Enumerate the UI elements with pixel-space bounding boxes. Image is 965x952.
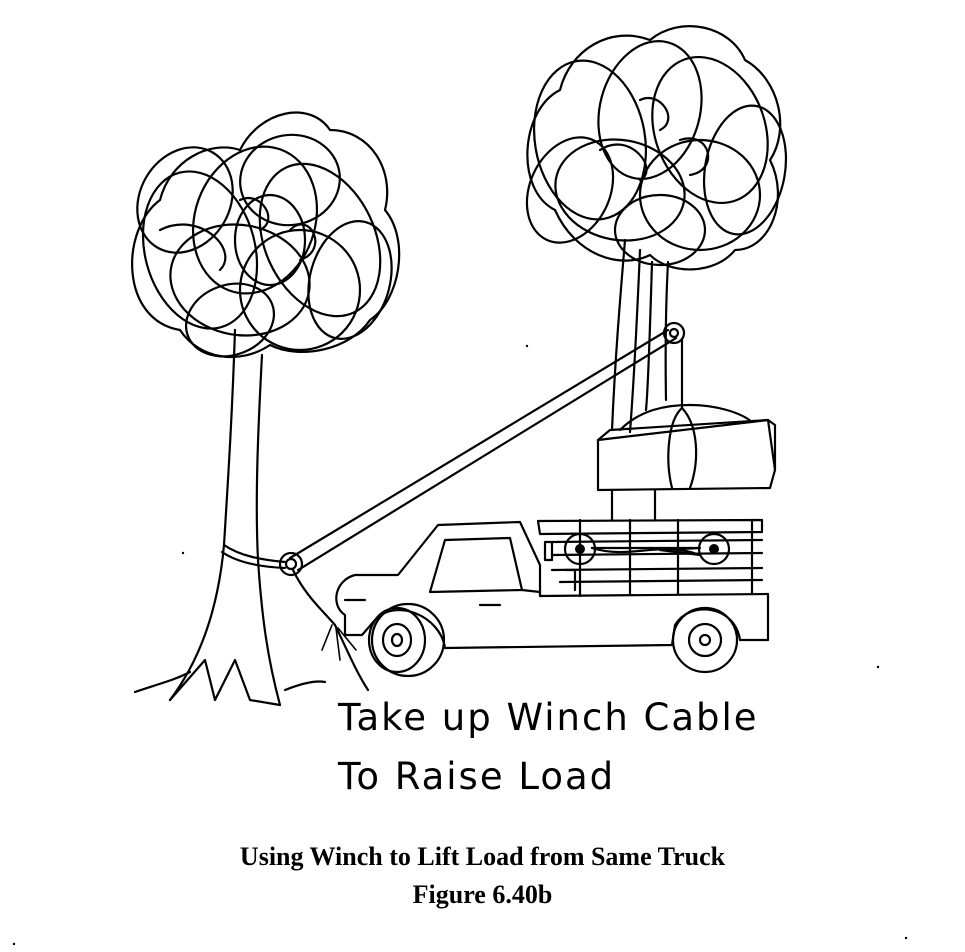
annotation-line-1: Take up Winch Cable: [338, 696, 759, 739]
right-tree: [525, 25, 788, 434]
left-tree: [131, 111, 401, 707]
tree-strap: [220, 543, 287, 570]
suspended-load: [596, 403, 777, 522]
right-tree-canopy: [525, 25, 788, 271]
scan-specks: [12, 344, 908, 946]
front-wheel: [367, 602, 446, 678]
cable-tail: [321, 624, 357, 661]
rear-wheel: [671, 606, 739, 674]
rack-spool-left: [563, 532, 597, 566]
overhead-pulley-icon: [662, 321, 686, 345]
truck-rack: [536, 518, 764, 598]
figure-caption-title: Using Winch to Lift Load from Same Truck: [239, 842, 726, 871]
annotation-line-2: To Raise Load: [338, 755, 616, 798]
truck-body: [335, 520, 770, 650]
winch-cable: [278, 321, 686, 692]
rack-spool-right: [697, 532, 731, 566]
cable-to-winch: [291, 568, 370, 692]
left-tree-trunk: [133, 328, 327, 707]
cable-span: [288, 328, 670, 560]
pickup-truck: [335, 518, 770, 678]
left-tree-canopy: [131, 111, 401, 359]
cable-lower: [296, 336, 678, 572]
tree-pulley-icon: [278, 551, 304, 577]
figure-number: Figure 6.40b: [412, 880, 553, 909]
